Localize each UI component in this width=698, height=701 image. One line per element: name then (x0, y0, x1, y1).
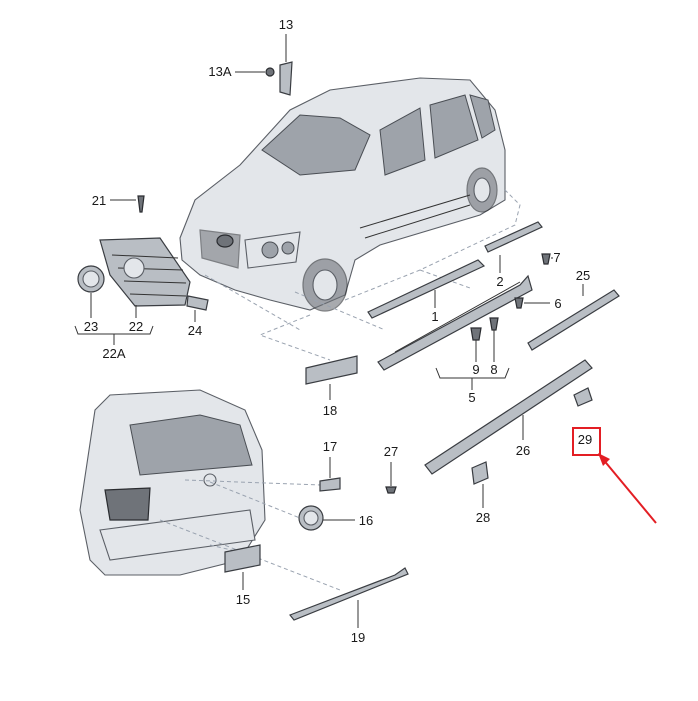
part-26-strip (424, 359, 593, 475)
label-19: 19 (351, 630, 365, 645)
dashed-guide-lines (204, 189, 521, 361)
label-28: 28 (476, 510, 490, 525)
label-26: 26 (516, 443, 530, 458)
part-9-clip (470, 327, 482, 341)
part-6-clip (514, 297, 524, 309)
part-22-grille (99, 237, 191, 307)
label-13: 13 (279, 17, 293, 32)
label-2: 2 (496, 274, 503, 289)
front-car-illustration (179, 77, 506, 312)
part-15-plate (224, 544, 261, 573)
highlight-arrow (601, 457, 657, 524)
part-29-cover (573, 387, 593, 407)
highlight-box (572, 427, 601, 456)
part-7-clip (541, 253, 551, 265)
label-1: 1 (431, 309, 438, 324)
label-24: 24 (188, 323, 202, 338)
arrow-head-icon (598, 453, 610, 466)
label-5: 5 (468, 390, 475, 405)
label-18: 18 (323, 403, 337, 418)
label-29: 29 (578, 432, 592, 447)
part-17-plate (319, 477, 341, 492)
leader-lines (74, 34, 584, 628)
part-28 (471, 461, 489, 485)
label-9: 9 (472, 362, 479, 377)
part-1-strip (367, 259, 486, 319)
label-25: 25 (576, 268, 590, 283)
label-16: 16 (359, 513, 373, 528)
part-23-badge (77, 265, 105, 293)
part-18-plate (305, 355, 358, 385)
part-8-clip (489, 317, 499, 331)
part-13-trim (279, 61, 293, 96)
part-21-screw (137, 195, 145, 213)
label-7: 7 (553, 250, 560, 265)
label-15: 15 (236, 592, 250, 607)
callout-labels: 13 13A 21 23 22 22A 24 1 2 7 6 25 9 8 5 … (84, 17, 592, 645)
label-21: 21 (92, 193, 106, 208)
label-13a: 13A (208, 64, 231, 79)
label-22: 22 (129, 319, 143, 334)
part-27-screw (385, 486, 397, 494)
part-25-strip (527, 289, 620, 351)
part-24 (186, 295, 209, 311)
part-19-strip (289, 567, 409, 621)
label-6: 6 (554, 296, 561, 311)
highlight-annotation (572, 427, 657, 524)
part-5-rail (377, 274, 533, 371)
part-2-strip (484, 221, 543, 253)
label-27: 27 (384, 444, 398, 459)
label-23: 23 (84, 319, 98, 334)
label-22a: 22A (102, 346, 125, 361)
label-17: 17 (323, 439, 337, 454)
part-13a-clip (265, 67, 275, 77)
rear-car-illustration (79, 389, 341, 591)
label-8: 8 (490, 362, 497, 377)
part-16-badge (298, 505, 324, 531)
